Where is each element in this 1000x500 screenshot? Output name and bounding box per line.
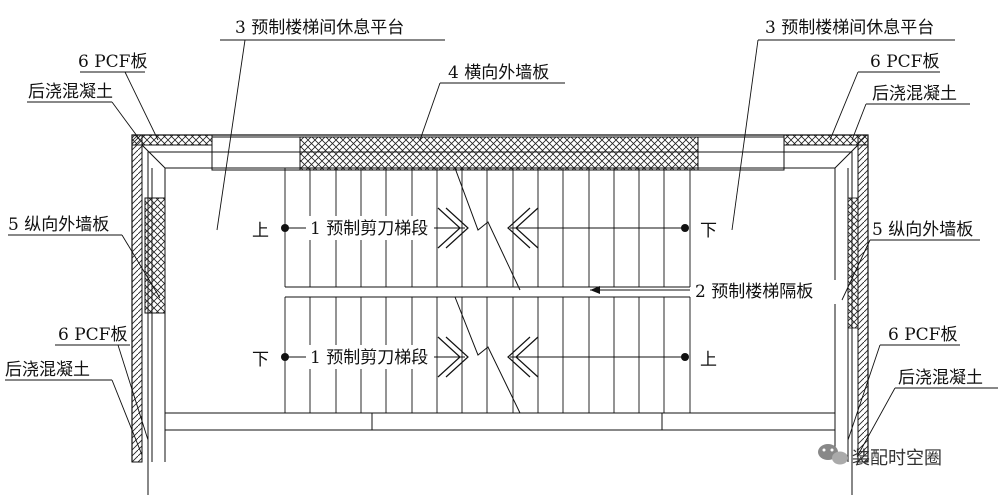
label-pcf-top-right: 6 PCF板 xyxy=(870,52,939,72)
long-wall-panel-left xyxy=(144,197,166,314)
label-pcf-bottom-right: 6 PCF板 xyxy=(888,325,957,345)
watermark-text: 装配时空圈 xyxy=(852,448,942,469)
label-pcf-top-left: 6 PCF板 xyxy=(78,52,147,72)
label-stair-upper: 1 预制剪刀梯段 xyxy=(310,219,428,239)
break-lines xyxy=(454,167,521,414)
walk-lines xyxy=(285,227,690,358)
stair-partition xyxy=(285,286,690,298)
label-long-wall-left: 5 纵向外墙板 xyxy=(8,215,109,235)
wall-inner-lines xyxy=(151,167,849,462)
label-stair-lower: 1 预制剪刀梯段 xyxy=(310,348,428,368)
pcf-corner-top-left xyxy=(131,134,213,463)
long-wall-panel-right xyxy=(847,197,859,329)
stair-treads xyxy=(284,168,691,413)
concrete-corner-top-left xyxy=(141,144,168,169)
label-down-upper-right: 下 xyxy=(700,221,717,241)
leader-lines xyxy=(5,39,998,456)
watermark: 装配时空圈 xyxy=(818,444,942,469)
bottom-lines xyxy=(147,412,853,495)
transverse-wall-panel xyxy=(299,136,699,171)
wechat-icon xyxy=(818,444,848,465)
label-concrete-bottom-right: 后浇混凝土 xyxy=(898,368,983,388)
label-landing-left: 3 预制楼梯间休息平台 xyxy=(235,18,404,38)
concrete-corner-top-right xyxy=(832,144,859,169)
arrow-chevrons xyxy=(437,207,539,378)
partition-arrowhead xyxy=(590,286,600,294)
label-transverse-wall: 4 横向外墙板 xyxy=(448,63,549,83)
label-concrete-top-left: 后浇混凝土 xyxy=(28,82,113,102)
walk-dots xyxy=(281,224,689,361)
label-pcf-bottom-left: 6 PCF板 xyxy=(58,325,127,345)
label-up-upper-left: 上 xyxy=(252,221,269,241)
label-partition: 2 预制楼梯隔板 xyxy=(695,282,813,302)
label-up-lower-right: 上 xyxy=(700,350,717,370)
label-down-lower-left: 下 xyxy=(252,350,269,370)
label-long-wall-right: 5 纵向外墙板 xyxy=(872,220,973,240)
label-concrete-top-right: 后浇混凝土 xyxy=(872,84,957,104)
label-landing-right: 3 预制楼梯间休息平台 xyxy=(765,18,934,38)
label-concrete-bottom-left: 后浇混凝土 xyxy=(5,360,90,380)
